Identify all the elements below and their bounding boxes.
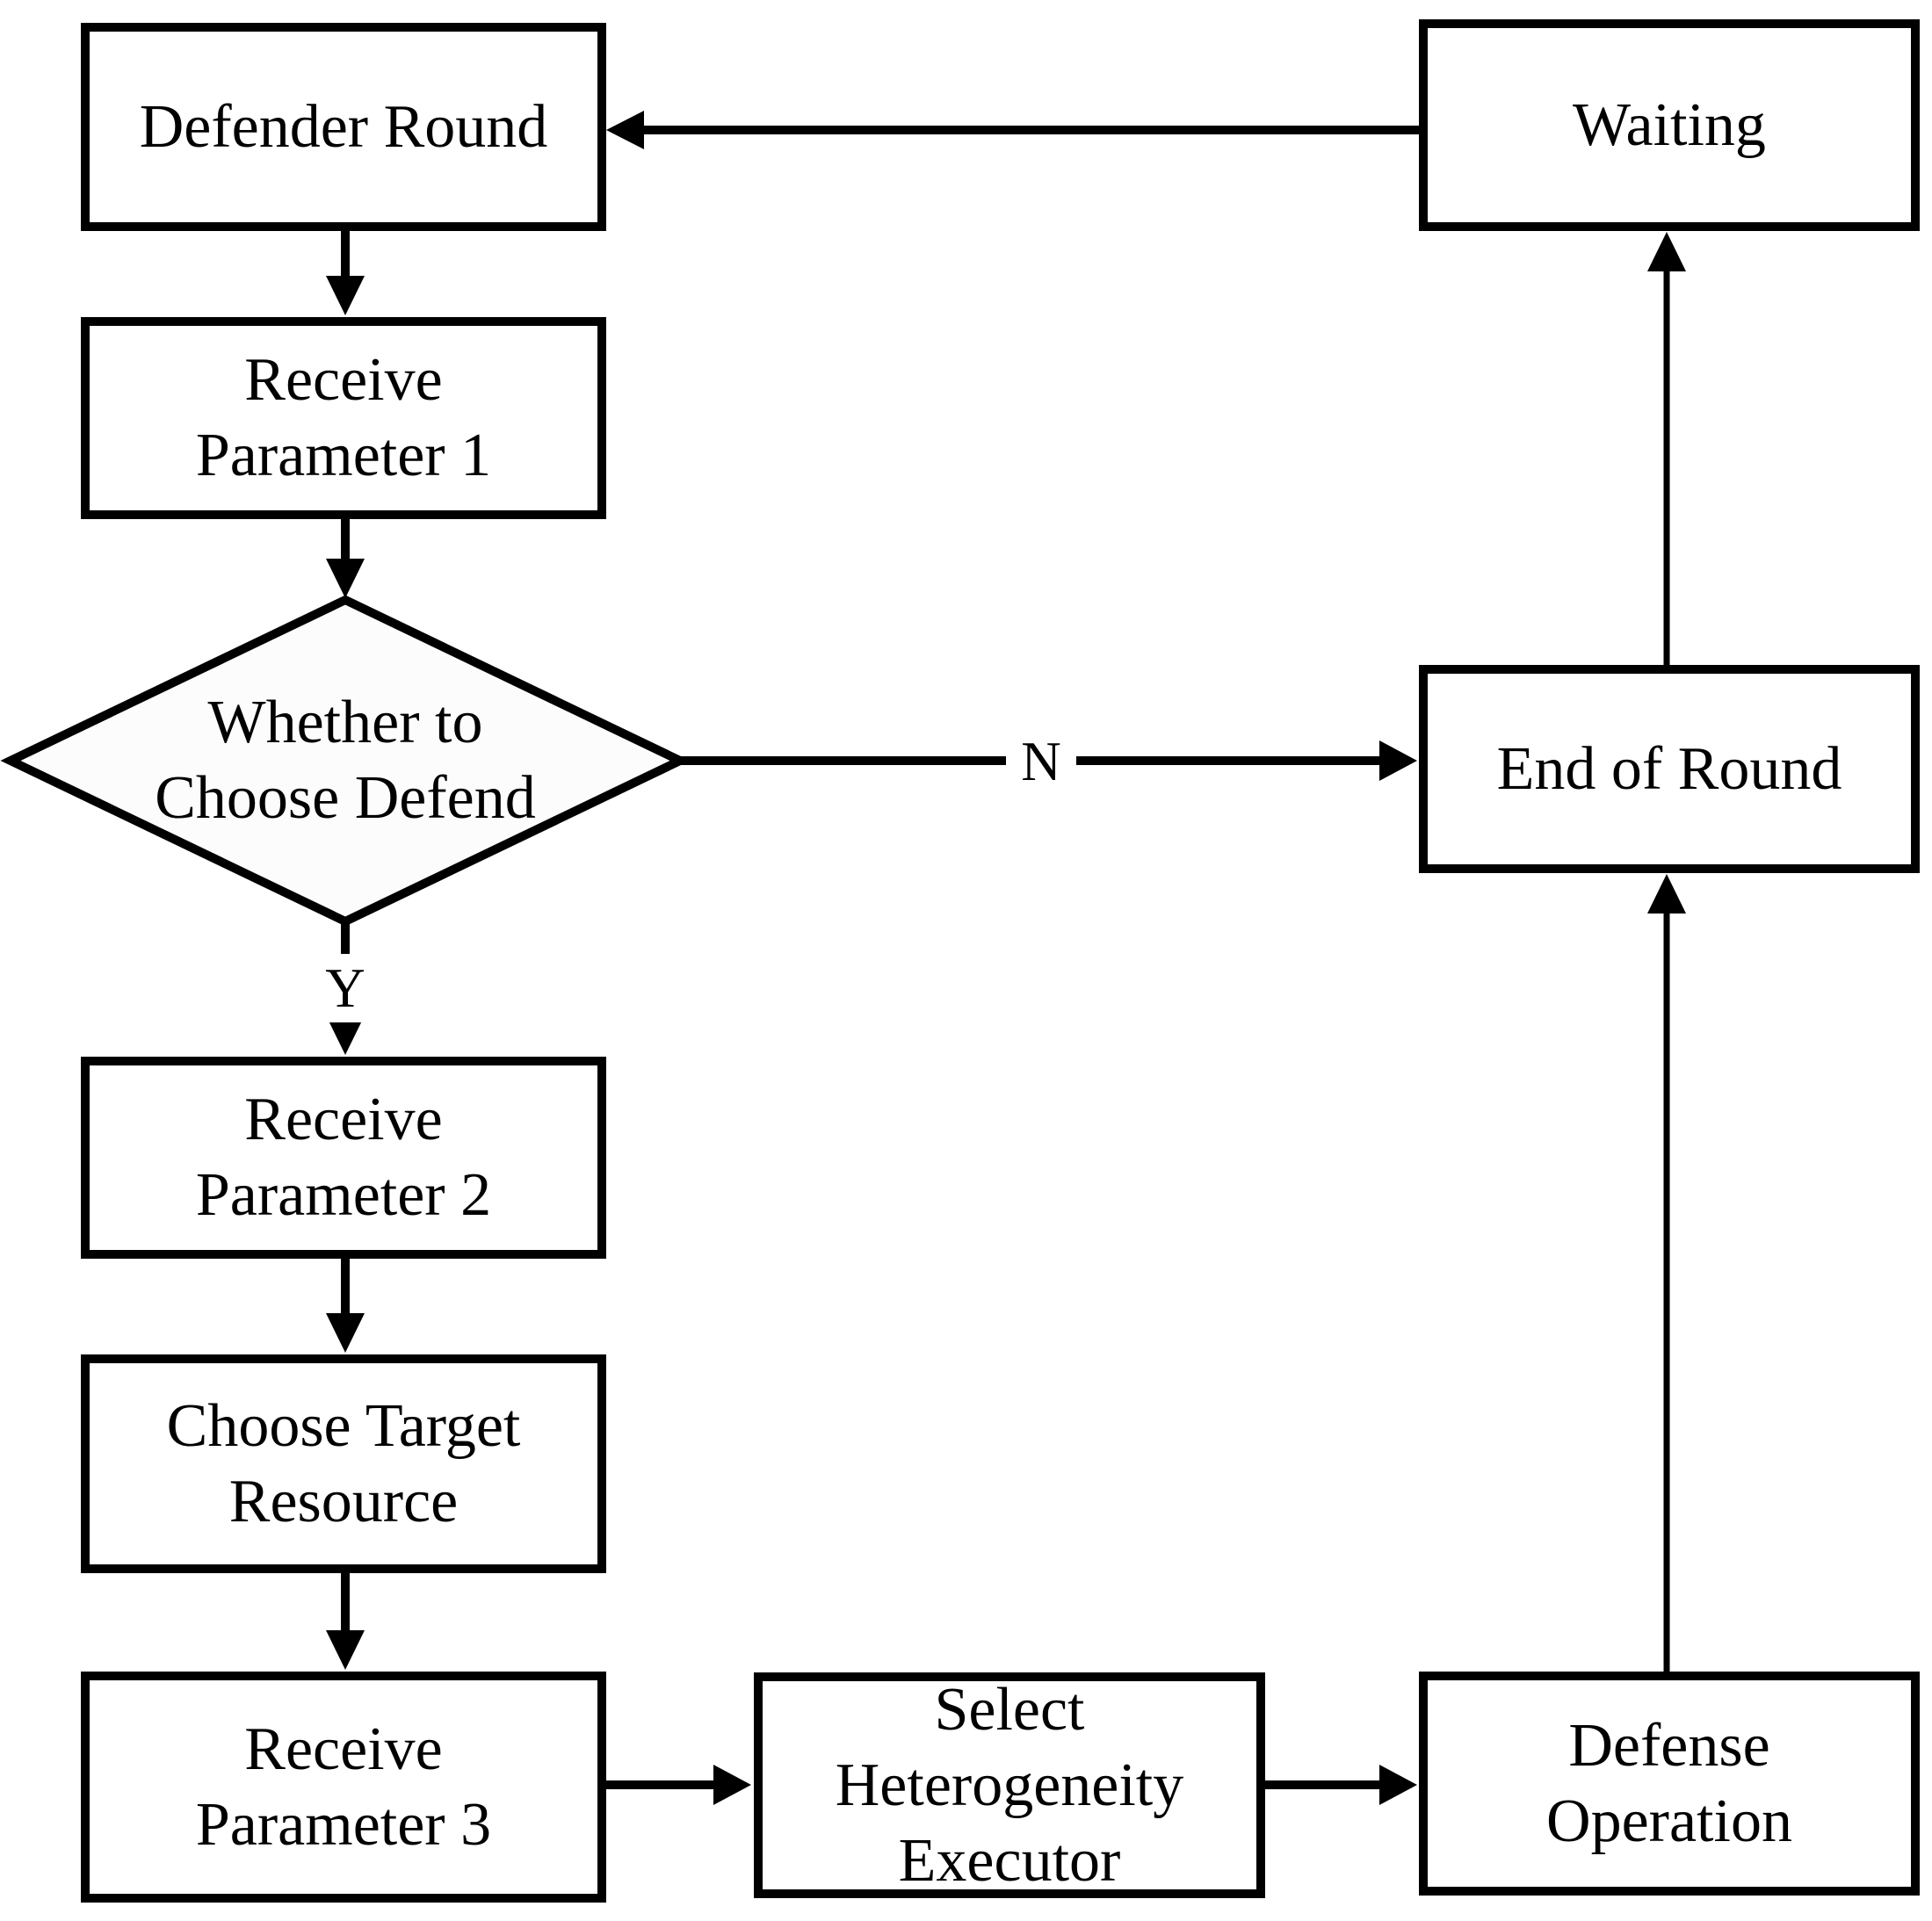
node-receive-parameter-3: Receive Parameter 3 — [81, 1672, 606, 1903]
edge-receive-parameter-2-to-choose-target-resource — [326, 1258, 365, 1353]
node-label: Receive Parameter 1 — [195, 346, 492, 489]
edge-label-text: N — [1021, 730, 1061, 792]
edge-select-executor-to-defense-operation — [1265, 1765, 1417, 1805]
node-receive-parameter-2: Receive Parameter 2 — [81, 1057, 606, 1259]
arrowhead-down-icon — [326, 1313, 365, 1353]
edge-waiting-to-defender-round — [606, 111, 1419, 149]
arrowhead-left-icon — [606, 111, 644, 149]
node-defender-round: Defender Round — [81, 23, 606, 231]
edge-end-of-round-to-waiting — [1647, 232, 1686, 665]
node-choose-target-resource: Choose Target Resource — [81, 1354, 606, 1573]
edge-label-no: N — [1006, 727, 1076, 796]
node-select-heterogeneity-executor: Select Heterogeneity Executor — [754, 1672, 1265, 1898]
arrowhead-right-icon — [1379, 1765, 1417, 1805]
node-label: Receive Parameter 3 — [195, 1715, 492, 1859]
edge-defender-round-to-receive-parameter-1 — [326, 230, 365, 315]
node-label: Receive Parameter 2 — [195, 1086, 492, 1229]
edge-receive-parameter-3-to-select-executor — [606, 1765, 751, 1805]
node-waiting: Waiting — [1419, 19, 1920, 231]
arrowhead-up-icon — [1647, 874, 1686, 914]
edge-label-text: Y — [325, 957, 365, 1019]
node-label: Choose Target Resource — [166, 1391, 521, 1535]
arrowhead-right-icon — [713, 1765, 751, 1805]
edge-defense-operation-to-end-of-round — [1647, 874, 1686, 1672]
arrowhead-up-icon — [1647, 232, 1686, 271]
node-label: Defense Operation — [1546, 1711, 1792, 1855]
arrowhead-down-icon — [326, 1015, 365, 1055]
node-label: Select Heterogeneity Executor — [835, 1675, 1184, 1895]
node-whether-to-choose-defend: Whether to Choose Defend — [134, 664, 556, 857]
node-label: Waiting — [1573, 90, 1766, 159]
edge-receive-parameter-1-to-decision — [326, 518, 365, 598]
node-end-of-round: End of Round — [1419, 665, 1920, 873]
arrowhead-down-icon — [326, 559, 365, 598]
node-label: Defender Round — [139, 92, 548, 161]
arrowhead-down-icon — [326, 276, 365, 315]
node-label: End of Round — [1496, 734, 1842, 803]
arrowhead-right-icon — [1379, 740, 1417, 781]
edge-label-yes: Y — [313, 954, 378, 1022]
node-defense-operation: Defense Operation — [1419, 1672, 1920, 1896]
edge-choose-target-resource-to-receive-parameter-3 — [326, 1572, 365, 1670]
node-receive-parameter-1: Receive Parameter 1 — [81, 317, 606, 519]
node-label: Whether to Choose Defend — [155, 689, 536, 832]
arrowhead-down-icon — [326, 1630, 365, 1670]
